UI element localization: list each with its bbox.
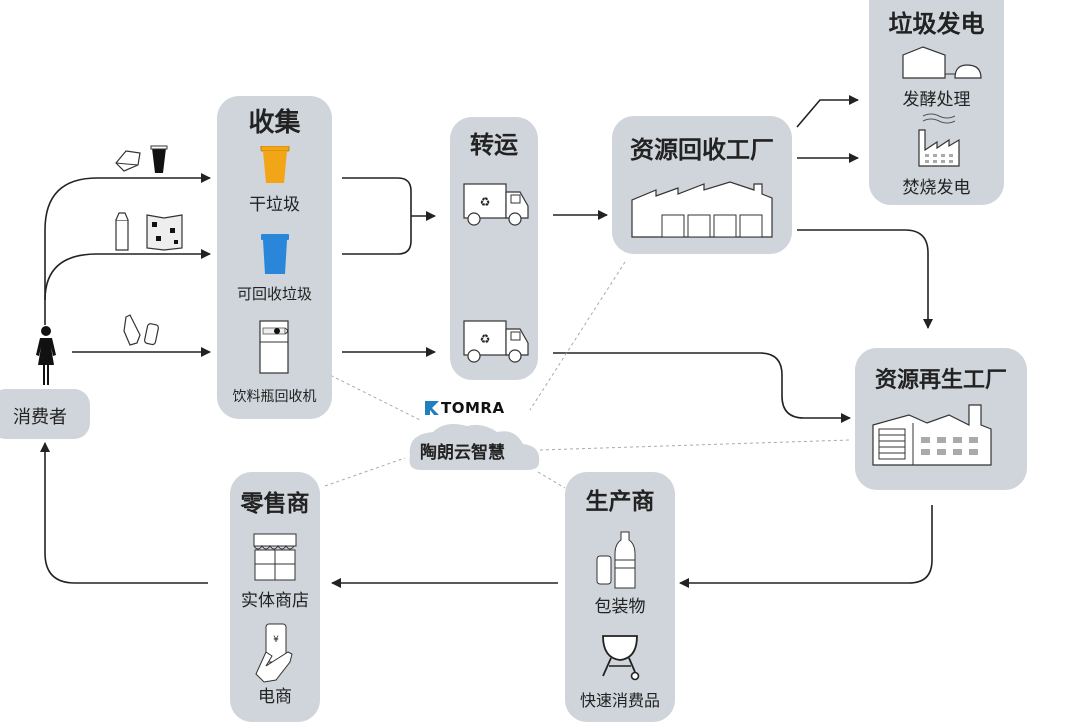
producer-title: 生产商 (585, 489, 655, 515)
bottle-machine-label: 饮料瓶回收机 (232, 389, 317, 405)
dashed-link-retailer-cloud (324, 457, 406, 487)
fermentation-label: 发酵处理 (902, 90, 971, 110)
recycling-plant-title: 资源回收工厂 (630, 136, 774, 164)
svg-text:¥: ¥ (273, 635, 279, 645)
waste-power-title: 垃圾发电 (888, 10, 985, 38)
bottle-can-icon (596, 531, 636, 589)
collection-panel[interactable]: 收集 干垃圾 可回收垃圾 饮料瓶回收机 (217, 96, 332, 419)
factory-icon (631, 181, 773, 238)
recycling-truck-icon: ♻ (463, 183, 529, 226)
regeneration-factory-icon (872, 404, 992, 466)
transport-title: 转运 (470, 131, 518, 159)
dashed-link-recycling-cloud (529, 261, 626, 411)
retailer-title: 零售商 (240, 491, 310, 517)
ecommerce-label: 电商 (258, 687, 292, 707)
svg-text:♻: ♻ (480, 332, 491, 346)
packaging-label: 包装物 (594, 597, 646, 617)
tomra-logo-icon (425, 401, 439, 415)
bottle-can-input-icon (123, 314, 159, 346)
dashed-link-regeneration-cloud (539, 439, 851, 451)
fermentation-plant-icon (902, 46, 982, 79)
incineration-plant-icon (918, 113, 960, 167)
regeneration-plant-panel[interactable]: 资源再生工厂 (855, 348, 1027, 490)
consumer-label: 消费者 (13, 407, 67, 428)
tomra-brand: TOMRA (441, 399, 505, 417)
arrow-retailer-to-consumer (40, 442, 208, 584)
cloud-shape (409, 424, 540, 470)
storefront-icon (253, 533, 297, 581)
recycling-truck-icon: ♻ (463, 320, 529, 363)
blue-trash-bin-icon (261, 234, 289, 274)
arrow-recycling-to-regeneration (797, 229, 933, 329)
arrow-collection-merge (342, 177, 412, 255)
cloud-label: 陶朗云智慧 (420, 443, 505, 463)
fmcg-label: 快速消费品 (579, 691, 660, 710)
arrow-recycling-to-fermentation (796, 95, 859, 128)
arrow-transport-to-regeneration-plant (553, 352, 851, 423)
milk-carton-newspaper-icon (115, 212, 183, 251)
arrow-consumer-to-recyclable (44, 249, 211, 301)
waste-power-panel[interactable]: 垃圾发电 发酵处理 焚烧发电 (869, 0, 1004, 205)
phone-hand-icon: ¥ (255, 623, 293, 683)
orange-trash-bin-icon (260, 146, 290, 183)
recycling-plant-panel[interactable]: 资源回收工厂 (612, 116, 792, 254)
svg-text:♻: ♻ (480, 195, 491, 209)
dashed-link-producer-cloud (537, 471, 566, 489)
physical-store-label: 实体商店 (241, 591, 309, 611)
consumer-node[interactable]: 消费者 (0, 389, 90, 439)
producer-panel[interactable]: 生产商 包装物 快速消费品 (565, 472, 675, 722)
regeneration-plant-title: 资源再生工厂 (874, 368, 1007, 393)
person-icon (36, 326, 56, 385)
grill-icon (602, 635, 640, 681)
food-box-icon (115, 145, 168, 173)
arrow-consumer-to-dry-waste (44, 173, 211, 325)
incineration-label: 焚烧发电 (902, 178, 971, 198)
recyclable-waste-label: 可回收垃圾 (236, 285, 312, 303)
transport-panel[interactable]: 转运 ♻ ♻ (450, 117, 538, 380)
arrow-regeneration-to-producer (679, 505, 933, 588)
collection-title: 收集 (248, 108, 301, 138)
reverse-vending-machine-icon (259, 320, 289, 374)
dry-waste-label: 干垃圾 (249, 195, 300, 215)
retailer-panel[interactable]: 零售商 实体商店 ¥ 电商 (230, 472, 320, 722)
dashed-link-collection-cloud (319, 369, 421, 421)
